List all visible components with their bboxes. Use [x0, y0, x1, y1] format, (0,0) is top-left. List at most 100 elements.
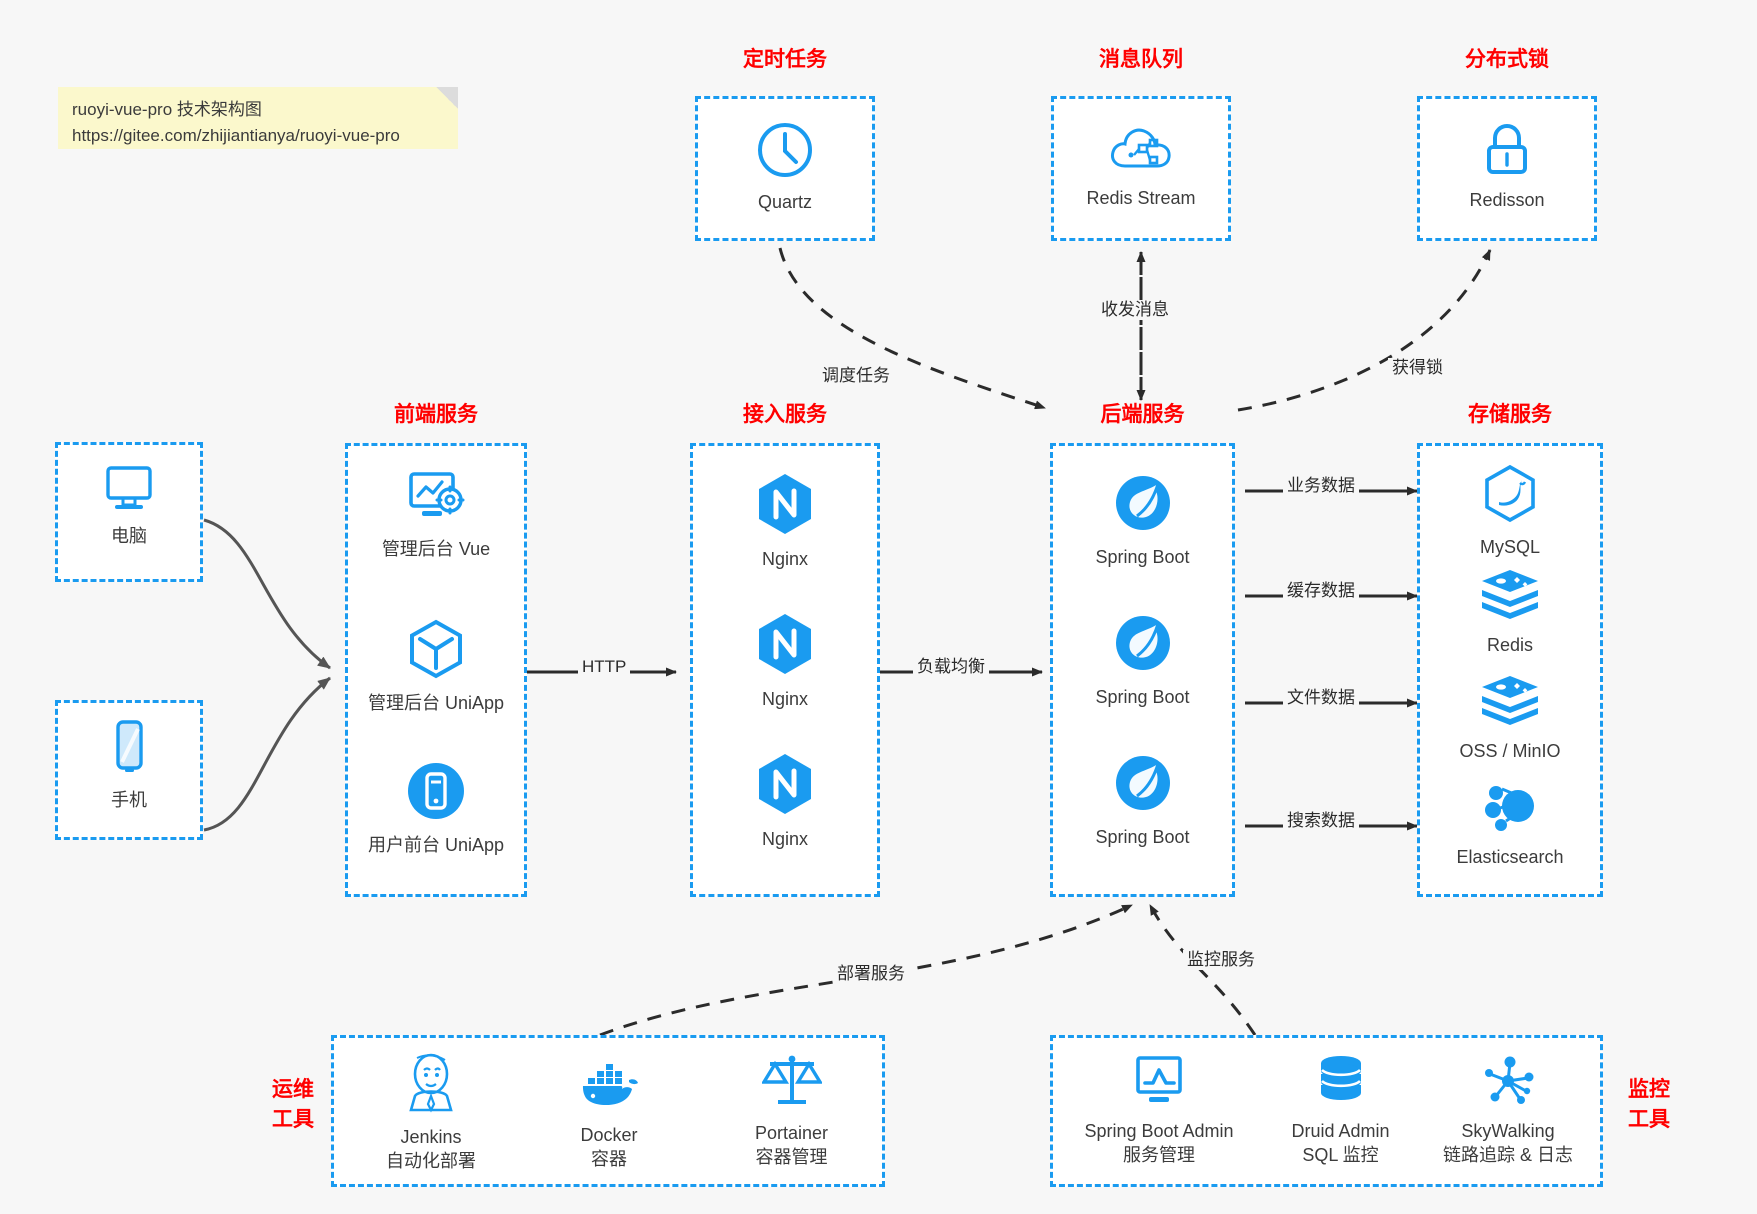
node-admin-uniapp[interactable]: 管理后台 UniApp	[348, 618, 524, 715]
group-ops-tools: Jenkins 自动化部署 Docker 容器	[331, 1035, 885, 1187]
node-nginx-1[interactable]: Nginx	[693, 472, 877, 571]
node-sublabel: 链路追踪 & 日志	[1442, 1145, 1573, 1165]
edge-label-mq: 收发消息	[1097, 300, 1173, 320]
group-title-ops-tools: 运维 工具	[258, 1075, 328, 1135]
edge-label-lb: 负载均衡	[913, 657, 989, 677]
mobile-phone-icon	[107, 719, 151, 782]
node-sublabel: 容器	[591, 1149, 627, 1169]
node-spring-boot-admin[interactable]: Spring Boot Admin 服务管理	[1059, 1054, 1259, 1167]
node-druid-admin[interactable]: Druid Admin SQL 监控	[1258, 1054, 1423, 1167]
lock-icon	[1480, 121, 1534, 182]
node-sublabel: SQL 监控	[1302, 1145, 1379, 1165]
node-spring-boot-1[interactable]: Spring Boot	[1053, 472, 1232, 569]
group-title-distributed-lock: 分布式锁	[1465, 48, 1549, 71]
node-spring-boot-2[interactable]: Spring Boot	[1053, 612, 1232, 709]
mysql-dolphin-icon	[1481, 464, 1539, 529]
node-label: Spring Boot Admin	[1084, 1121, 1234, 1141]
ops-title-line2: 工具	[272, 1108, 314, 1131]
group-title-scheduled-task: 定时任务	[743, 48, 827, 71]
monitor-title-line2: 工具	[1628, 1108, 1670, 1131]
monitor-chart-icon	[1130, 1054, 1188, 1113]
note-line-title: ruoyi-vue-pro 技术架构图	[72, 100, 262, 119]
node-mysql[interactable]: MySQL	[1420, 464, 1600, 559]
node-nginx-2[interactable]: Nginx	[693, 612, 877, 711]
node-mobile[interactable]: 手机	[58, 719, 200, 812]
balance-scale-icon	[760, 1052, 823, 1115]
node-spring-boot-3[interactable]: Spring Boot	[1053, 752, 1232, 849]
group-title-gateway: 接入服务	[743, 403, 827, 426]
diagram-note: ruoyi-vue-pro 技术架构图 https://gitee.com/zh…	[58, 87, 458, 149]
node-label: SkyWalking	[1461, 1121, 1555, 1141]
group-backend: Spring Boot Spring Boot Spring Boot	[1050, 443, 1235, 897]
node-redis[interactable]: Redis	[1420, 568, 1600, 657]
group-gateway: Nginx Nginx Nginx	[690, 443, 880, 897]
edge-label-monitor: 监控服务	[1183, 950, 1259, 970]
edge-label-file: 文件数据	[1283, 688, 1359, 708]
cloud-network-icon	[1108, 121, 1174, 180]
clock-icon	[756, 121, 814, 184]
node-label: Portainer	[754, 1123, 829, 1143]
group-frontend: 管理后台 Vue 管理后台 UniApp 用户前台 UniApp	[345, 443, 527, 897]
database-cylinder-icon	[1314, 1054, 1368, 1113]
nginx-icon	[756, 472, 814, 541]
node-redis-stream[interactable]: Redis Stream	[1054, 121, 1228, 210]
node-label: MySQL	[1479, 537, 1540, 557]
elasticsearch-icon	[1480, 780, 1540, 839]
node-label: 管理后台 Vue	[381, 539, 491, 559]
node-label: Druid Admin	[1291, 1121, 1390, 1141]
node-label: Spring Boot	[1095, 687, 1190, 707]
node-label: 手机	[111, 790, 147, 810]
node-skywalking[interactable]: SkyWalking 链路追踪 & 日志	[1413, 1054, 1603, 1167]
edge-label-http: HTTP	[578, 657, 631, 677]
note-fold-corner	[436, 87, 458, 109]
group-title-message-queue: 消息队列	[1099, 48, 1183, 71]
node-label: Quartz	[757, 192, 813, 212]
node-admin-vue[interactable]: 管理后台 Vue	[348, 470, 524, 561]
phone-circle-icon	[405, 760, 467, 827]
node-jenkins[interactable]: Jenkins 自动化部署	[346, 1052, 516, 1173]
ops-title-line1: 运维	[272, 1078, 314, 1101]
node-label: Spring Boot	[1095, 827, 1190, 847]
group-client-desktop: 电脑	[55, 442, 203, 582]
node-label: Spring Boot	[1095, 547, 1190, 567]
nginx-icon	[756, 612, 814, 681]
node-quartz[interactable]: Quartz	[698, 121, 872, 214]
node-label: Redisson	[1469, 190, 1545, 210]
docker-whale-icon	[577, 1062, 641, 1117]
group-title-storage: 存储服务	[1468, 403, 1552, 426]
node-label: Jenkins	[400, 1127, 462, 1147]
node-label: Nginx	[761, 829, 809, 849]
node-label: Redis Stream	[1086, 188, 1196, 208]
edge-label-search: 搜索数据	[1283, 811, 1359, 831]
node-desktop[interactable]: 电脑	[58, 463, 200, 548]
edge-label-schedule: 调度任务	[818, 366, 894, 386]
node-label: 用户前台 UniApp	[367, 835, 505, 855]
edge-label-deploy: 部署服务	[833, 964, 909, 984]
jenkins-butler-icon	[404, 1052, 458, 1119]
node-portainer[interactable]: Portainer 容器管理	[704, 1052, 879, 1169]
group-title-frontend: 前端服务	[394, 403, 478, 426]
oss-stack-icon	[1479, 674, 1541, 733]
node-label: Nginx	[761, 549, 809, 569]
node-elasticsearch[interactable]: Elasticsearch	[1420, 780, 1600, 869]
monitor-title-line1: 监控	[1628, 1078, 1670, 1101]
group-title-monitor-tools: 监控 工具	[1613, 1075, 1685, 1135]
node-label: 电脑	[111, 526, 147, 546]
spring-leaf-icon	[1112, 472, 1174, 539]
node-oss-minio[interactable]: OSS / MinIO	[1420, 674, 1600, 763]
node-docker[interactable]: Docker 容器	[524, 1062, 694, 1171]
node-sublabel: 服务管理	[1123, 1145, 1195, 1165]
node-label: 管理后台 UniApp	[367, 693, 505, 713]
group-monitor-tools: Spring Boot Admin 服务管理	[1050, 1035, 1603, 1187]
node-label: Docker	[580, 1125, 638, 1145]
group-title-backend: 后端服务	[1100, 403, 1185, 426]
node-label: Nginx	[761, 689, 809, 709]
node-nginx-3[interactable]: Nginx	[693, 752, 877, 851]
node-sublabel: 容器管理	[755, 1147, 828, 1167]
node-user-uniapp[interactable]: 用户前台 UniApp	[348, 760, 524, 857]
node-redisson[interactable]: Redisson	[1420, 121, 1594, 212]
node-sublabel: 自动化部署	[386, 1151, 476, 1171]
edge-label-biz: 业务数据	[1283, 476, 1359, 496]
node-label: OSS / MinIO	[1459, 741, 1561, 761]
redis-stack-icon	[1479, 568, 1541, 627]
